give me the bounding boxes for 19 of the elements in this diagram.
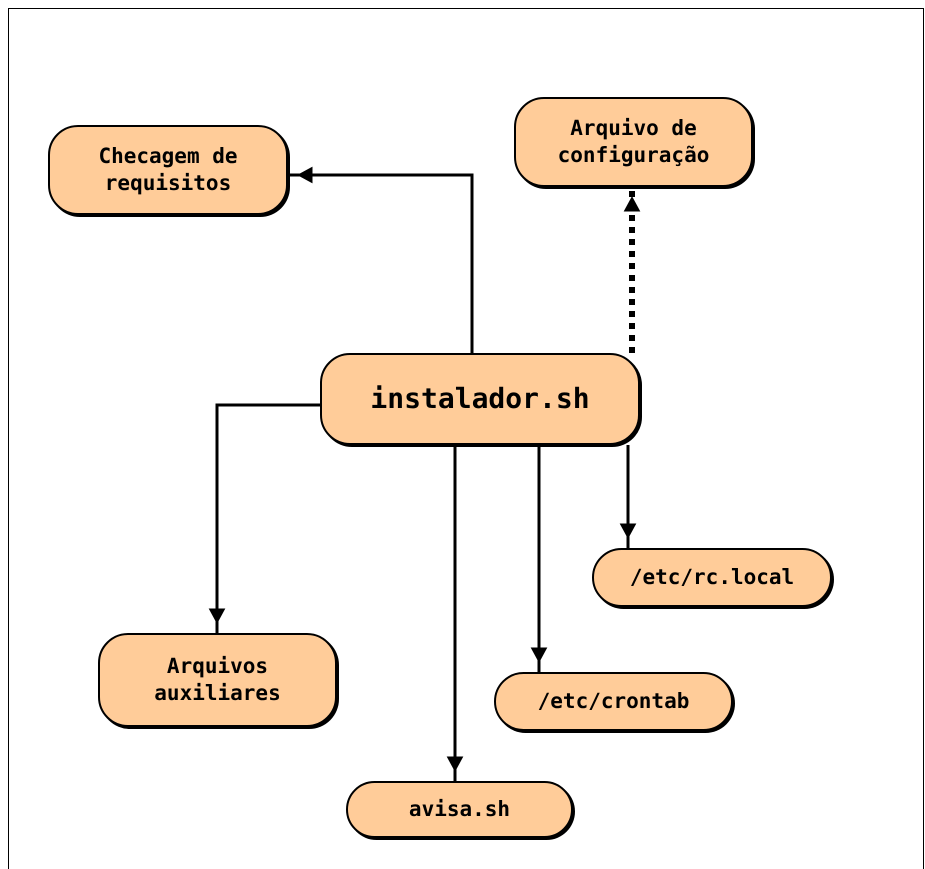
- rounded-box: [514, 97, 753, 187]
- rounded-box: [346, 781, 573, 838]
- rounded-box: [494, 672, 733, 731]
- box-label: Arquivos auxiliares: [153, 652, 282, 707]
- box-label: Checagem de requisitos: [97, 142, 239, 197]
- arrow: [446, 445, 464, 781]
- arrow: [288, 166, 474, 353]
- rounded-box: [592, 548, 832, 607]
- box-label: instalador.sh: [369, 380, 591, 417]
- box-label: Arquivo de configuração: [556, 114, 710, 169]
- rounded-box: [98, 633, 337, 727]
- arrow: [530, 445, 548, 672]
- arrow: [620, 445, 636, 548]
- box-label: /etc/rc.local: [628, 564, 796, 591]
- box-label: avisa.sh: [408, 796, 512, 823]
- rounded-box: [48, 125, 288, 215]
- arrow: [208, 404, 320, 633]
- box-label: /etc/crontab: [536, 688, 690, 715]
- rounded-box: [320, 353, 640, 445]
